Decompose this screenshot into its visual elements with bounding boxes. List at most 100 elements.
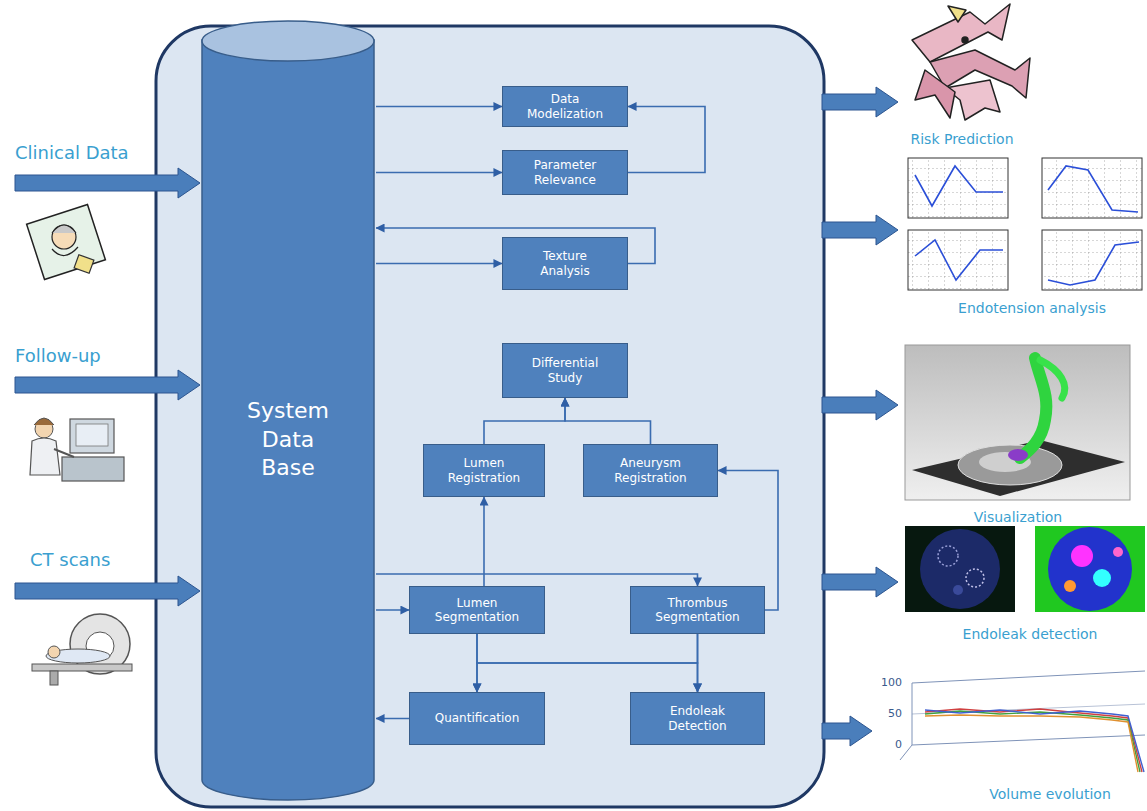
endotension-chart bbox=[1042, 230, 1142, 290]
process-box: Quantification bbox=[409, 692, 545, 745]
clinical-icon bbox=[27, 205, 106, 280]
node-text: Differential Study bbox=[517, 356, 613, 384]
ct-icon bbox=[48, 646, 60, 658]
endoleak-image bbox=[966, 569, 984, 587]
node-text: Thrombus Segmentation bbox=[645, 596, 750, 624]
endoleak-image bbox=[953, 585, 963, 595]
clinical-icon bbox=[52, 225, 76, 249]
process-box: Data Modelization bbox=[502, 86, 628, 127]
endotension-chart bbox=[1048, 166, 1138, 212]
ct-icon bbox=[32, 664, 132, 671]
endoleak-image bbox=[1064, 580, 1076, 592]
volume-chart bbox=[925, 710, 1144, 772]
endotension-chart bbox=[1048, 242, 1139, 285]
output-arrow bbox=[822, 716, 872, 746]
node-text: Lumen Segmentation bbox=[424, 596, 530, 624]
flow-connector bbox=[376, 574, 698, 586]
output-arrow bbox=[822, 390, 898, 420]
system-panel bbox=[156, 26, 824, 807]
output-label: Risk Prediction bbox=[910, 131, 1013, 147]
follow-up-icon bbox=[76, 424, 108, 446]
process-box: Lumen Segmentation bbox=[409, 586, 545, 634]
node-text: Quantification bbox=[435, 711, 520, 725]
visualization-image bbox=[905, 345, 1130, 500]
clinical-icon bbox=[52, 225, 76, 233]
flow-connector bbox=[376, 172, 502, 174]
endoleak-image bbox=[1048, 527, 1132, 611]
flow-connector bbox=[565, 398, 651, 444]
database-cylinder: System Data Base bbox=[200, 20, 376, 802]
risk-illustration bbox=[948, 6, 966, 22]
output-label: Endoleak detection bbox=[963, 626, 1098, 642]
follow-up-icon bbox=[70, 419, 114, 453]
endotension-chart bbox=[915, 166, 1003, 206]
visualization-image bbox=[912, 440, 1125, 496]
axis-tick: 50 bbox=[888, 707, 902, 720]
flow-connector bbox=[376, 718, 409, 720]
node-text: Lumen Registration bbox=[438, 456, 530, 484]
input-arrow bbox=[15, 168, 200, 606]
process-box: Parameter Relevance bbox=[502, 150, 628, 195]
clinical-icon bbox=[74, 255, 94, 274]
node-text: Texture Analysis bbox=[517, 249, 613, 277]
endoleak-image bbox=[905, 526, 1015, 612]
volume-chart bbox=[900, 671, 1145, 772]
volume-chart bbox=[925, 715, 1138, 772]
endotension-chart bbox=[1042, 158, 1142, 218]
follow-up-icon bbox=[30, 438, 60, 475]
follow-up-icon bbox=[34, 418, 54, 425]
flow-connector bbox=[376, 263, 502, 265]
flow-connector bbox=[477, 634, 698, 692]
node-text: Aneurysm Registration bbox=[598, 456, 703, 484]
flow-connector bbox=[376, 609, 409, 611]
flow-connector bbox=[484, 398, 565, 444]
output-arrow bbox=[822, 87, 898, 117]
node-text: System Data Base bbox=[232, 397, 344, 483]
cylinder-body bbox=[202, 40, 374, 800]
volume-chart bbox=[925, 709, 1142, 772]
follow-up-icon bbox=[54, 449, 74, 457]
output-arrow bbox=[822, 567, 898, 597]
ct-icon bbox=[50, 671, 58, 685]
follow-up-icon bbox=[30, 418, 124, 481]
connector-group bbox=[376, 107, 778, 719]
input-label: Follow-up bbox=[15, 345, 101, 366]
flow-connector bbox=[376, 106, 502, 108]
follow-up-icon bbox=[62, 457, 124, 481]
axis-tick: 0 bbox=[895, 738, 902, 751]
visualization-image bbox=[905, 345, 1130, 500]
process-box: Aneurysm Registration bbox=[583, 444, 718, 497]
visualization-image bbox=[1008, 449, 1028, 461]
volume-chart bbox=[912, 735, 1145, 745]
node-text: Data Modelization bbox=[517, 92, 613, 120]
flow-connector bbox=[477, 634, 698, 692]
flow-connector bbox=[697, 634, 699, 692]
clinical-icon bbox=[52, 247, 78, 256]
process-box: Thrombus Segmentation bbox=[630, 586, 765, 634]
process-box: Differential Study bbox=[502, 343, 628, 398]
endotension-chart bbox=[908, 158, 1142, 290]
flow-connector bbox=[483, 497, 485, 586]
input-label: CT scans bbox=[30, 549, 110, 570]
output-label: Endotension analysis bbox=[958, 300, 1106, 316]
input-arrow bbox=[15, 576, 200, 606]
input-label: Clinical Data bbox=[15, 142, 129, 163]
output-label: Volume evolution bbox=[989, 786, 1111, 802]
clinical-icon bbox=[27, 205, 106, 280]
volume-chart bbox=[912, 671, 1145, 683]
endoleak-image bbox=[1071, 545, 1093, 567]
output-arrow bbox=[822, 215, 898, 245]
risk-illustration bbox=[962, 37, 968, 43]
node-text: Parameter Relevance bbox=[517, 158, 613, 186]
endotension-chart bbox=[915, 240, 1003, 280]
process-box: Texture Analysis bbox=[502, 237, 628, 290]
axis-tick: 100 bbox=[881, 676, 902, 689]
endoleak-image bbox=[1113, 547, 1123, 557]
visualization-image bbox=[958, 445, 1062, 485]
input-arrow bbox=[15, 168, 200, 198]
process-box: Endoleak Detection bbox=[630, 692, 765, 745]
endoleak-image bbox=[938, 546, 958, 566]
process-box: Lumen Registration bbox=[423, 444, 545, 497]
ct-icon bbox=[32, 614, 132, 685]
